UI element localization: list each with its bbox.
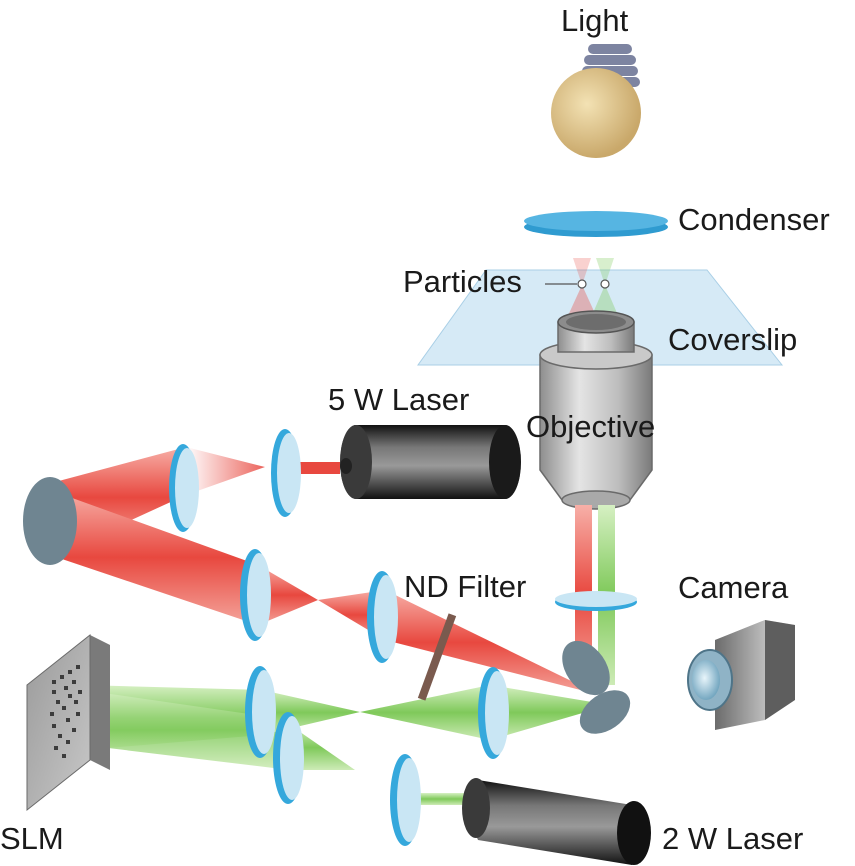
particles-label: Particles — [403, 264, 522, 299]
coverslip-label: Coverslip — [668, 322, 797, 357]
nd-filter — [417, 613, 457, 701]
slm-device — [26, 633, 110, 812]
objective-label: Objective — [526, 409, 655, 444]
light-bulb — [551, 44, 641, 158]
laser-2w-label: 2 W Laser — [662, 821, 803, 856]
lens-red-2 — [169, 444, 199, 532]
dichroic-mirror-lower — [579, 690, 631, 734]
lens-red-3 — [240, 549, 271, 641]
laser-5w-label: 5 W Laser — [328, 382, 469, 417]
objective-lens — [539, 310, 653, 510]
laser-2w — [462, 778, 651, 865]
condenser-label: Condenser — [678, 202, 830, 237]
laser-5w — [340, 425, 521, 499]
lens-red-1 — [271, 429, 301, 517]
dichroic-mirror-upper — [562, 640, 610, 696]
camera — [687, 620, 795, 730]
camera-label: Camera — [678, 570, 789, 605]
green-beam-path — [83, 685, 610, 805]
condenser-lens — [524, 211, 668, 237]
mirror-red — [23, 477, 77, 565]
lens-green-3 — [478, 667, 509, 759]
lens-green-1 — [245, 666, 276, 758]
slm-label: SLM — [0, 821, 64, 856]
lens-green-4 — [390, 754, 421, 846]
light-label: Light — [561, 3, 629, 38]
tube-lens — [555, 591, 637, 611]
lens-green-2 — [273, 712, 304, 804]
red-beam-path — [50, 447, 600, 695]
particles — [545, 279, 610, 289]
lens-red-4 — [367, 571, 398, 663]
nd-filter-label: ND Filter — [404, 569, 526, 604]
